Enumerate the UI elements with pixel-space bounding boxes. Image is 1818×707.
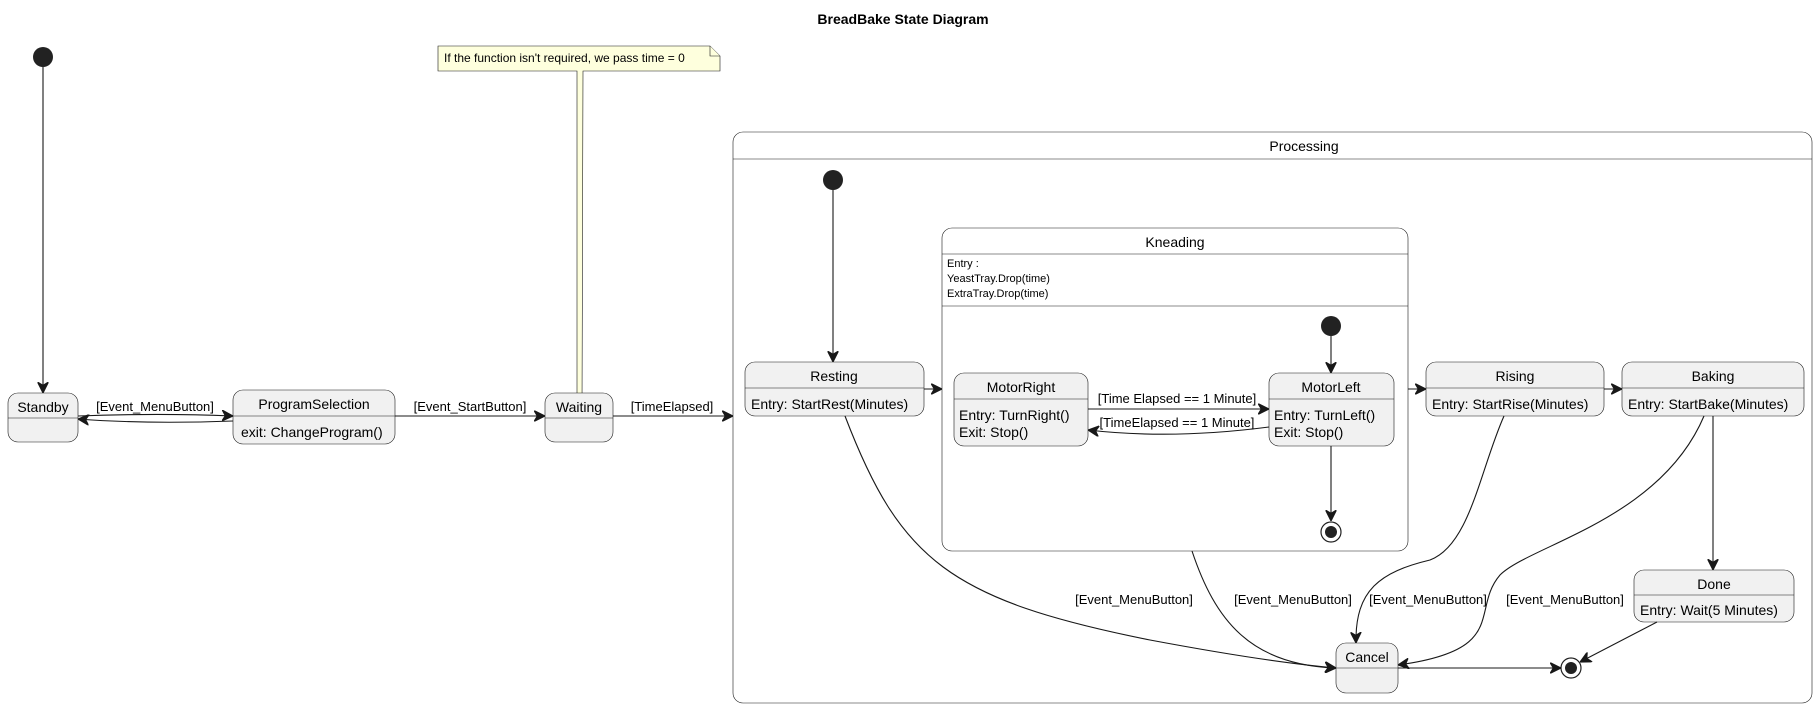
- state-program-selection-body: exit: ChangeProgram(): [241, 424, 383, 440]
- state-baking-body: Entry: StartBake(Minutes): [1628, 396, 1788, 412]
- state-kneading: Kneading Entry : YeastTray.Drop(time) Ex…: [941, 227, 1409, 552]
- state-done-body: Entry: Wait(5 Minutes): [1640, 602, 1778, 618]
- edge-baking-to-cancel: [1398, 415, 1705, 665]
- edge-label-kneading-cancel: [Event_MenuButton]: [1234, 592, 1352, 607]
- state-rising-title: Rising: [1496, 368, 1535, 384]
- state-rising: Rising Entry: StartRise(Minutes): [1425, 361, 1605, 417]
- edge-motorleft-to-motorright: [1088, 427, 1270, 434]
- diagram-title: BreadBake State Diagram: [817, 11, 988, 27]
- state-kneading-title: Kneading: [1145, 234, 1204, 250]
- state-program-selection-title: ProgramSelection: [258, 396, 369, 412]
- state-motor-left-title: MotorLeft: [1301, 379, 1360, 395]
- state-done-title: Done: [1697, 576, 1731, 592]
- processing-final-state: [1560, 657, 1582, 679]
- state-standby: Standby: [7, 392, 79, 443]
- initial-state: [33, 47, 53, 67]
- state-cancel-title: Cancel: [1345, 649, 1389, 665]
- state-kneading-body-3: ExtraTray.Drop(time): [947, 288, 1048, 300]
- state-baking-title: Baking: [1692, 368, 1735, 384]
- edge-label-program-waiting: [Event_StartButton]: [414, 399, 527, 414]
- edge-resting-to-cancel: [844, 415, 1336, 668]
- state-motor-right-body-2: Exit: Stop(): [959, 424, 1028, 440]
- edge-program-to-standby: [78, 419, 234, 422]
- note: If the function isn't required, we pass …: [437, 45, 721, 411]
- edge-label-resting-cancel: [Event_MenuButton]: [1075, 592, 1193, 607]
- state-motor-right-title: MotorRight: [987, 379, 1056, 395]
- edge-rising-to-cancel: [1356, 415, 1505, 643]
- processing-initial-state: [823, 170, 843, 190]
- state-resting-title: Resting: [810, 368, 857, 384]
- edge-done-to-final: [1580, 621, 1658, 662]
- edge-label-waiting-processing: [TimeElapsed]: [631, 399, 714, 414]
- edge-label-baking-cancel: [Event_MenuButton]: [1506, 592, 1624, 607]
- kneading-initial-state: [1321, 316, 1341, 336]
- state-resting: Resting Entry: StartRest(Minutes): [744, 361, 925, 417]
- kneading-final-state: [1320, 521, 1342, 543]
- edge-label-rising-cancel: [Event_MenuButton]: [1369, 592, 1487, 607]
- state-waiting: Waiting: [544, 392, 614, 443]
- state-kneading-body-1: Entry :: [947, 258, 979, 270]
- state-program-selection: ProgramSelection exit: ChangeProgram(): [232, 389, 396, 445]
- state-standby-title: Standby: [17, 399, 68, 415]
- edge-standby-to-program: [77, 415, 233, 417]
- state-motor-right: MotorRight Entry: TurnRight() Exit: Stop…: [953, 372, 1089, 447]
- state-baking: Baking Entry: StartBake(Minutes): [1621, 361, 1805, 417]
- state-kneading-body-2: YeastTray.Drop(time): [947, 273, 1050, 285]
- edge-label-standby-program: [Event_MenuButton]: [96, 399, 214, 414]
- state-motor-right-body-1: Entry: TurnRight(): [959, 407, 1069, 423]
- state-rising-body: Entry: StartRise(Minutes): [1432, 396, 1588, 412]
- state-resting-body: Entry: StartRest(Minutes): [751, 396, 908, 412]
- state-done: Done Entry: Wait(5 Minutes): [1633, 569, 1795, 623]
- state-motor-left: MotorLeft Entry: TurnLeft() Exit: Stop(): [1268, 372, 1395, 447]
- edge-kneading-to-cancel: [1191, 550, 1336, 668]
- note-text: If the function isn't required, we pass …: [444, 51, 685, 65]
- state-processing-title: Processing: [1269, 138, 1338, 154]
- state-motor-left-body-1: Entry: TurnLeft(): [1274, 407, 1375, 423]
- state-motor-left-body-2: Exit: Stop(): [1274, 424, 1343, 440]
- edge-label-right-left: [Time Elapsed == 1 Minute]: [1098, 391, 1257, 406]
- state-cancel: Cancel: [1335, 642, 1399, 694]
- edge-label-left-right: [TimeElapsed == 1 Minute]: [1100, 415, 1255, 430]
- state-waiting-title: Waiting: [556, 399, 602, 415]
